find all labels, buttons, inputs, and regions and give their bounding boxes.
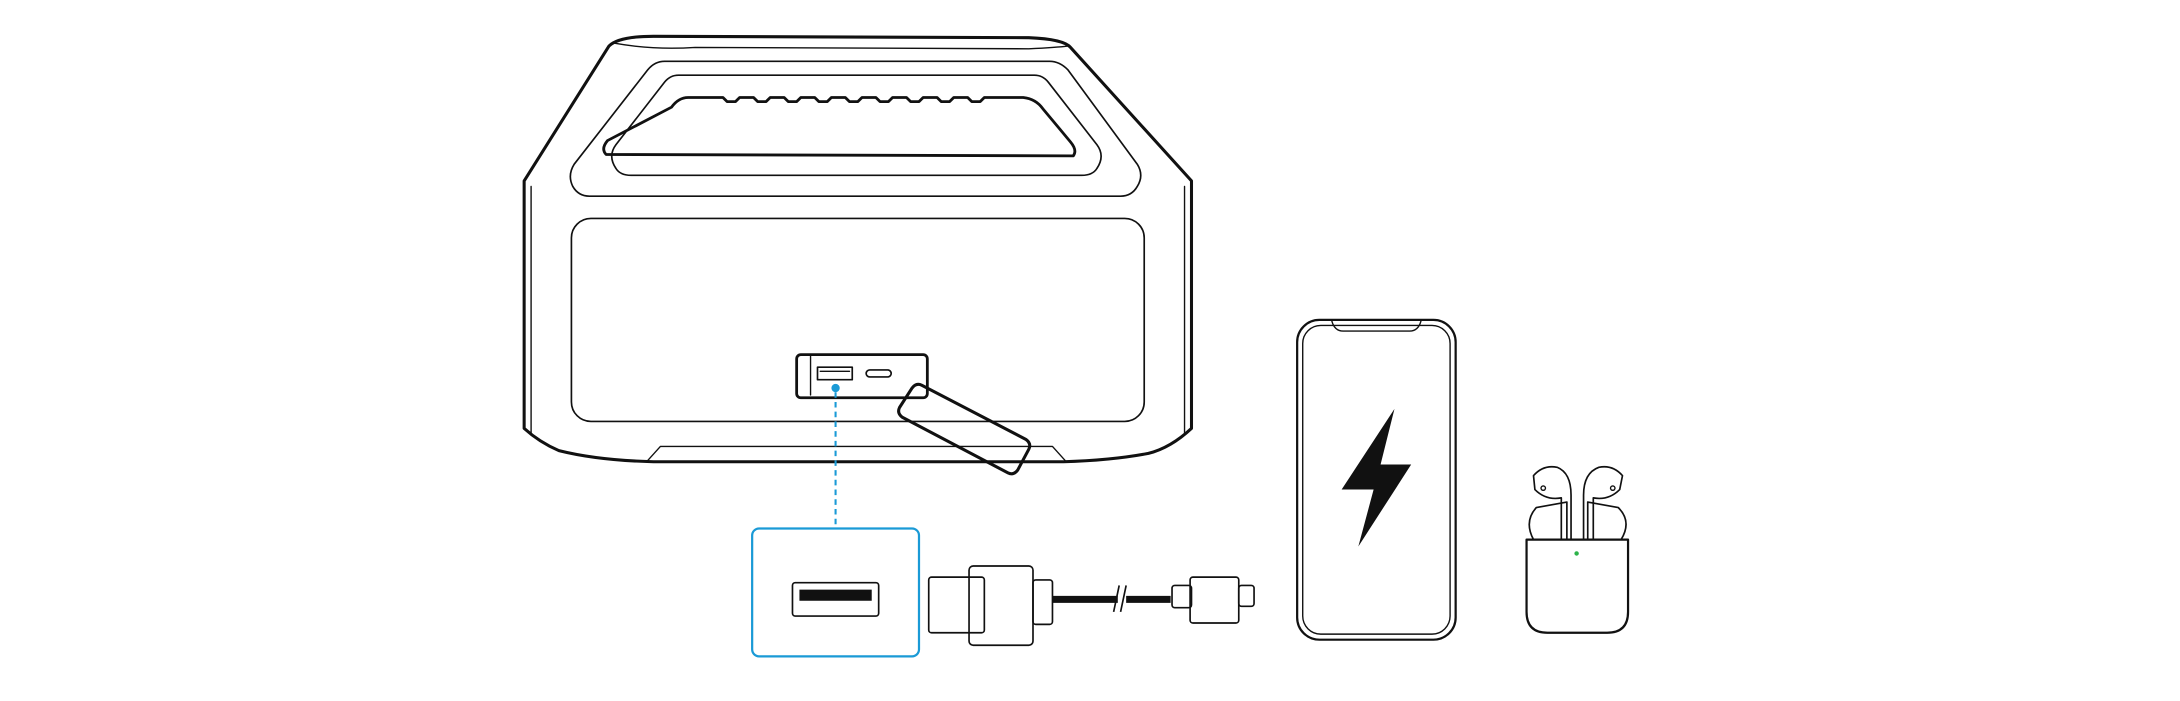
usb-c-port — [865, 369, 893, 378]
usb-a-port-icon — [791, 581, 880, 617]
earbuds-case-icon — [1525, 465, 1630, 634]
smartphone-icon — [1296, 318, 1457, 641]
usb-cable-icon — [927, 565, 1255, 647]
lightning-bolt-icon — [1341, 408, 1412, 547]
led-indicator — [1574, 551, 1579, 556]
usb-a-port — [816, 366, 854, 381]
port-callout — [751, 383, 921, 658]
speaker-icon — [522, 34, 1194, 476]
